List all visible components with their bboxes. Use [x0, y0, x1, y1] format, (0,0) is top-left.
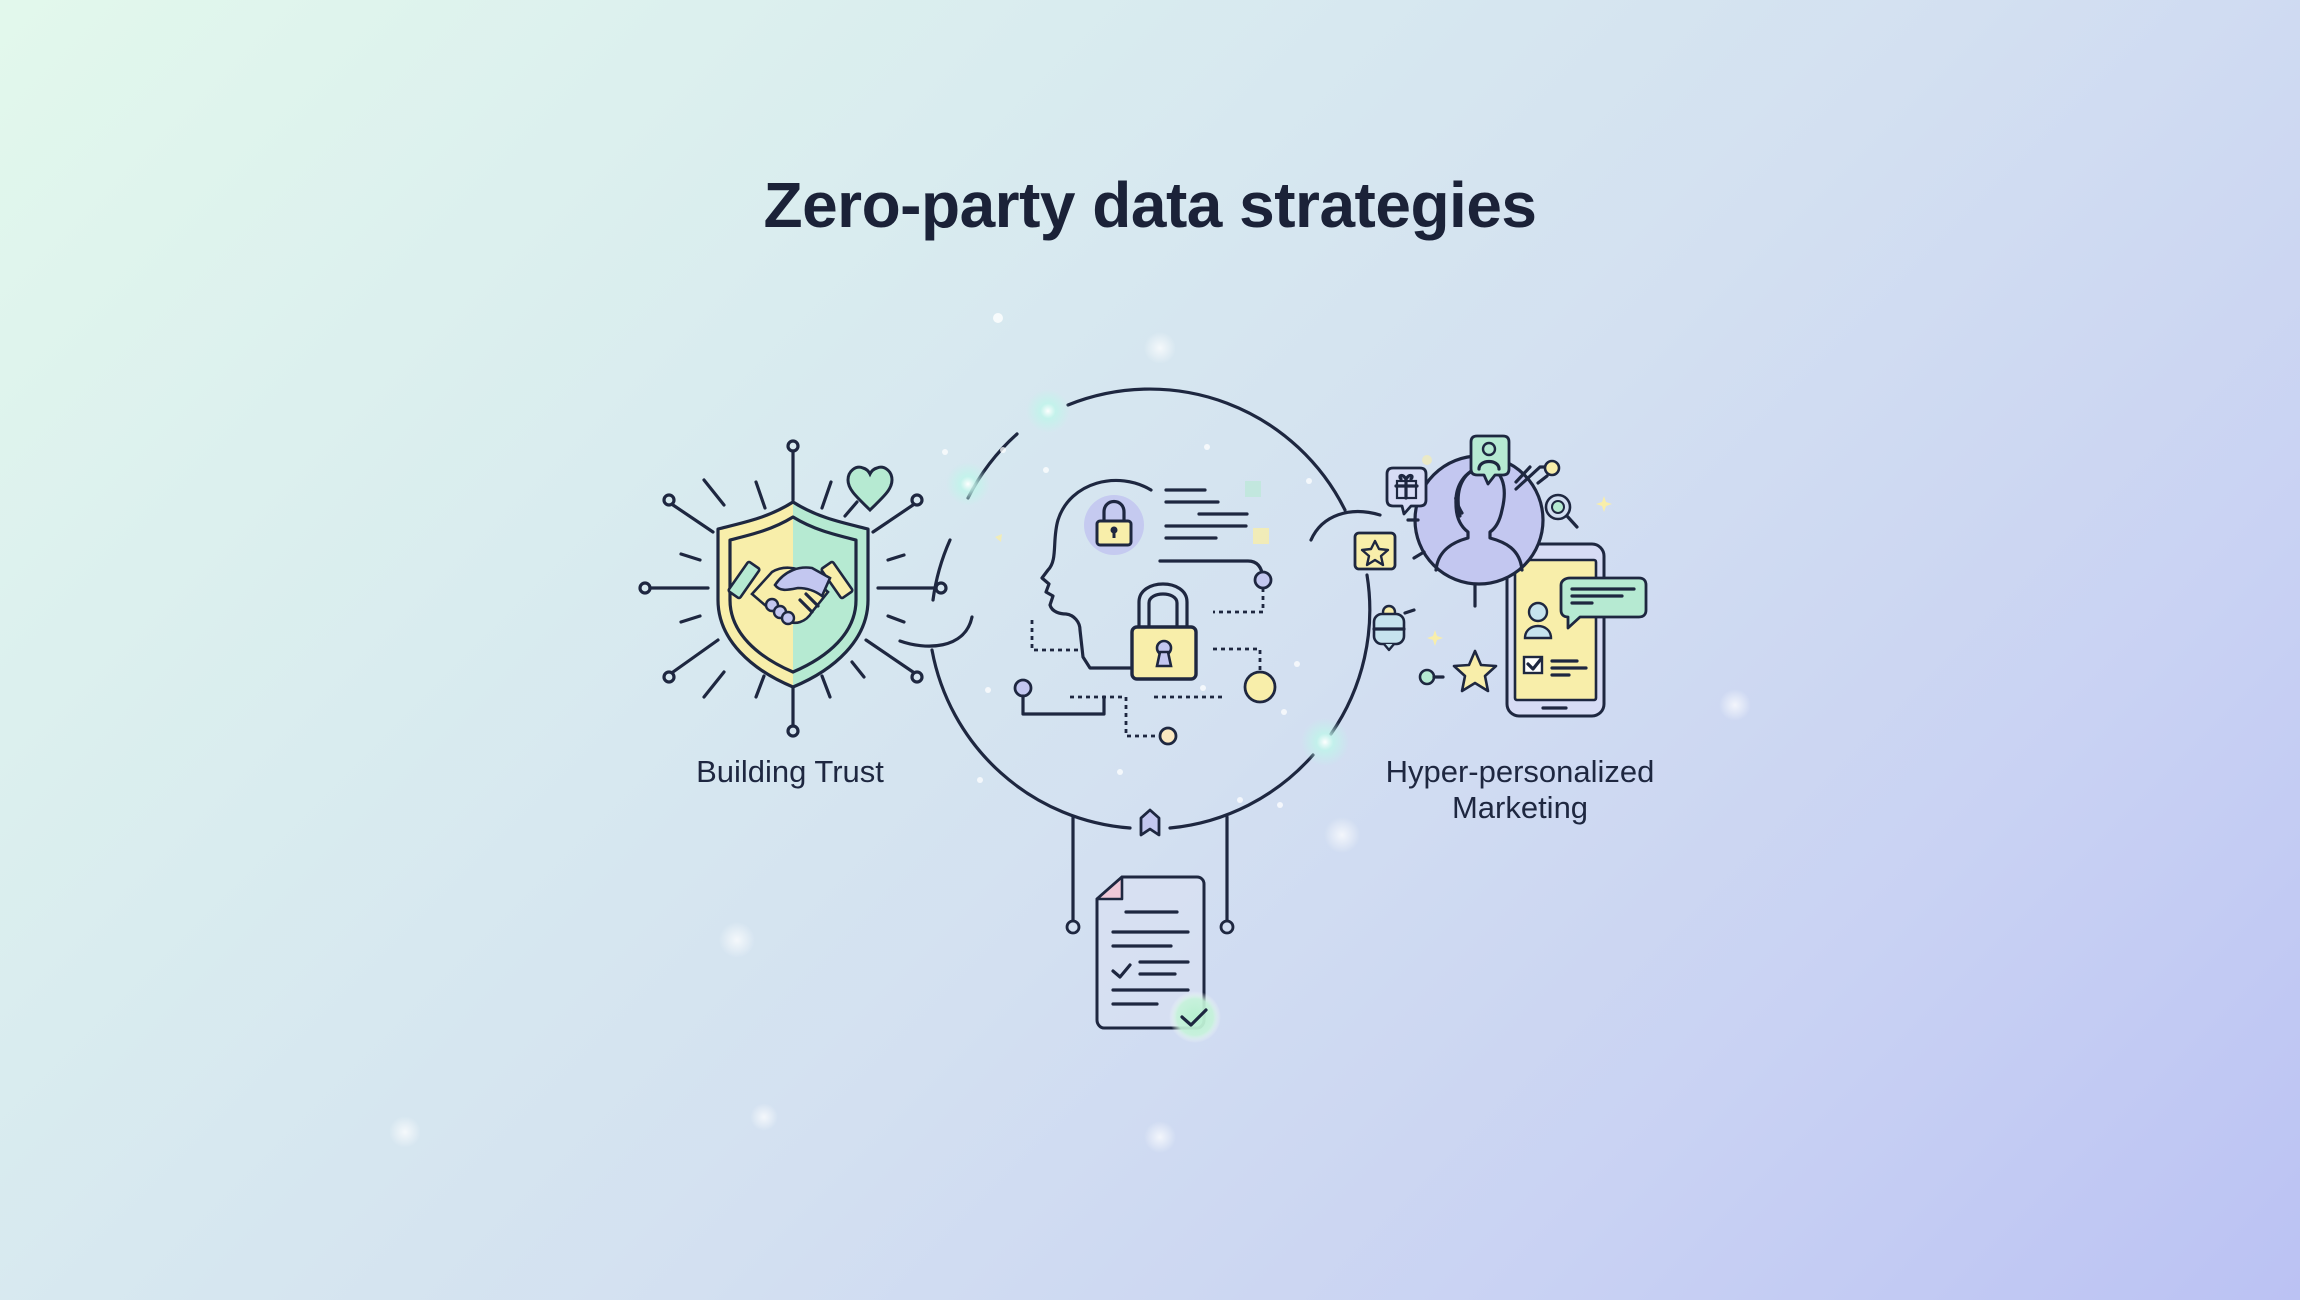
bokeh-dots	[389, 313, 1751, 1153]
user-profile-phone-icon	[1309, 434, 1648, 718]
node-label-building-trust: Building Trust	[696, 754, 884, 789]
connector-left	[898, 615, 974, 648]
document-check-icon	[1065, 808, 1235, 1043]
shield-handshake-icon	[638, 439, 948, 738]
label-line-1: Hyper-personalized	[1385, 754, 1655, 789]
label-line-2: Marketing	[1451, 790, 1589, 825]
node-label-hyper-personalized-marketing: Hyper-personalized Marketing	[1340, 754, 1700, 826]
page-title: Zero-party data strategies	[763, 169, 1537, 241]
head-lock-icon	[930, 387, 1372, 830]
